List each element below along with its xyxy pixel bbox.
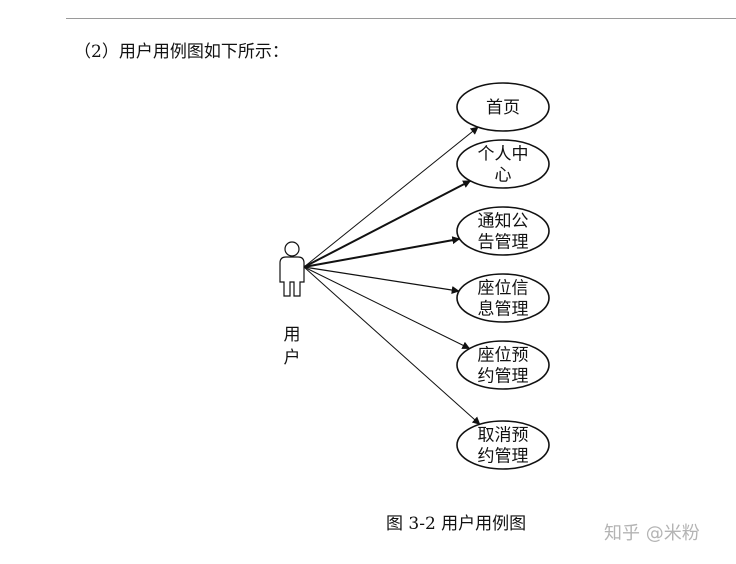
use-case-ellipse [456,139,550,189]
intro-text: （2）用户用例图如下所示： [74,42,289,62]
actor-head [284,241,300,257]
association-arrow-seat-reservation-management [303,266,471,349]
use-case-label-line: 座位信 [478,279,529,299]
use-case-ellipse [456,206,550,256]
use-case-label-line: 约管理 [478,367,529,387]
association-arrow-notice-management [303,236,461,268]
actor-name-line: 用 [284,325,301,345]
figure-caption: 图 3-2 用户用例图 [386,514,527,534]
actor-label: 用户 [284,325,301,368]
use-case-label-line: 息管理 [478,300,529,320]
use-case-label-line: 约管理 [478,447,529,467]
use-case-ellipse [456,340,550,390]
watermark: 知乎 @米粉 [604,523,700,544]
actor-name-line: 户 [284,348,301,368]
actor-icon [279,241,305,297]
association-arrows [303,126,481,425]
use-case-ellipse [456,420,550,470]
use-case-label-line: 取消预 [478,426,529,446]
top-rule [66,18,736,19]
association-arrow-personal-center [303,180,472,268]
use-case-label-line: 告管理 [478,233,529,253]
actor-body [279,256,305,297]
use-case-label-line: 个人中 [478,145,529,165]
use-case-ellipse [456,82,550,132]
use-case-ellipse [456,273,550,323]
association-arrow-cancel-reservation-management [303,266,481,425]
use-case-label-line: 通知公 [478,212,529,232]
association-arrow-home [303,126,479,268]
association-arrow-seat-info-management [303,266,460,294]
use-case-label-line: 座位预 [478,346,529,366]
use-case-label-line: 首页 [486,98,520,118]
use-case-label-line: 心 [495,166,512,186]
use-case-home: 首页 [456,82,550,132]
